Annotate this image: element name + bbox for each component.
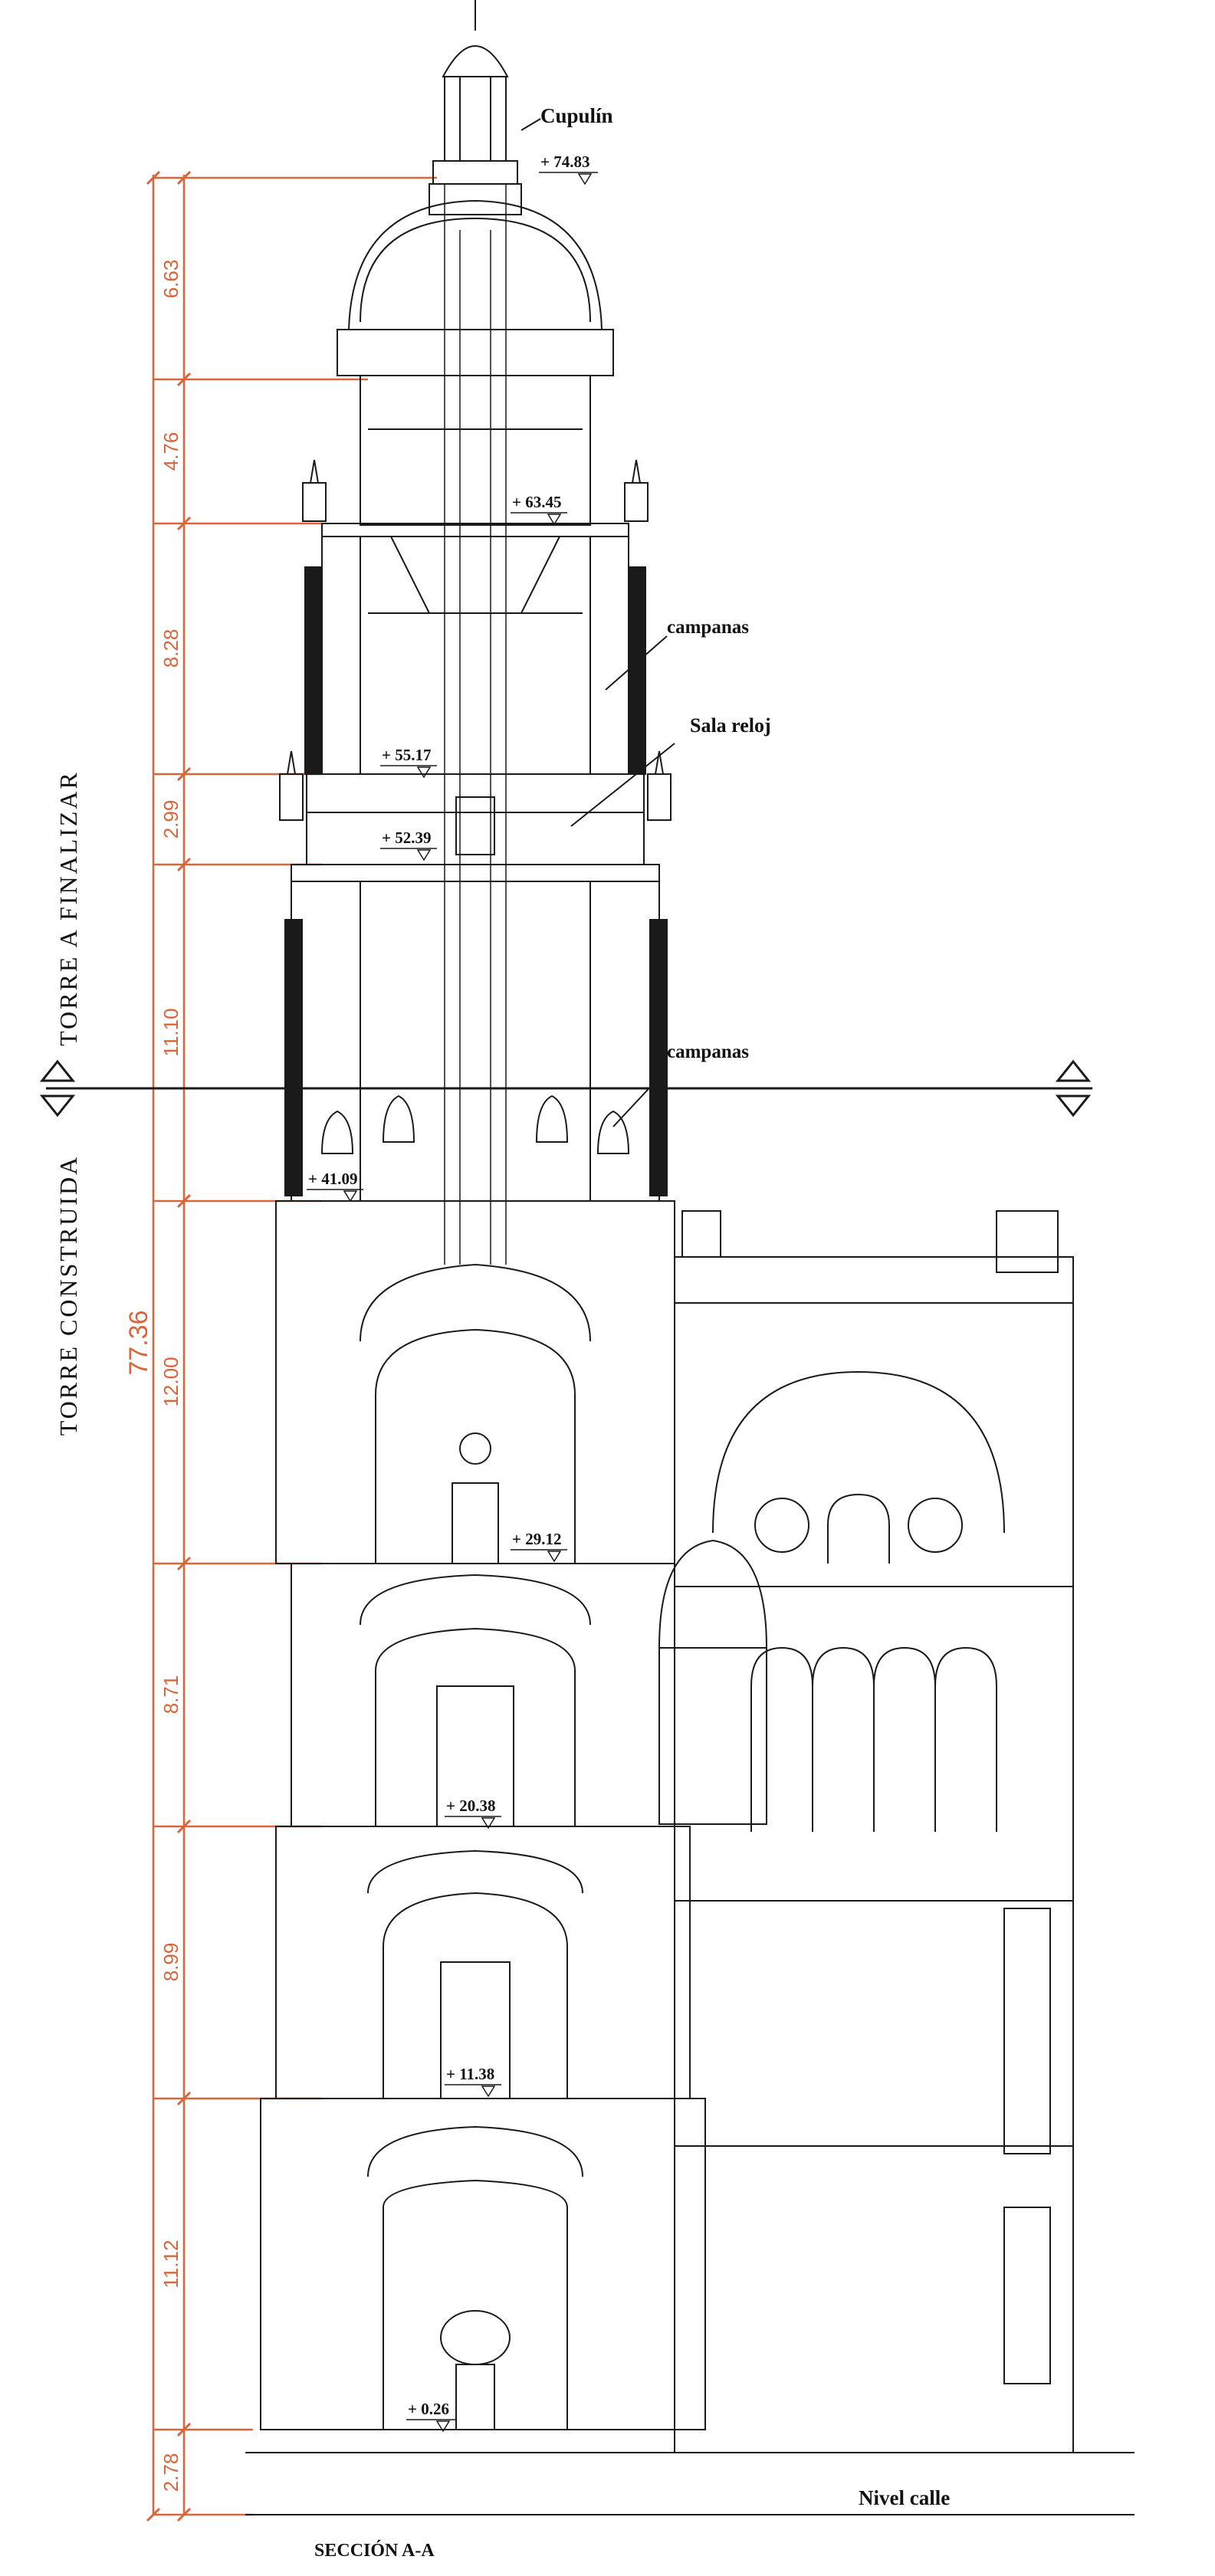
cupulin-label: Cupulín	[540, 104, 613, 127]
campanas-upper-label: campanas	[667, 617, 749, 638]
torre-finalizar-label: TORRE A FINALIZAR	[54, 770, 82, 1046]
dim-segment-7: 8.71	[159, 1675, 182, 1715]
level-6345: + 63.45	[512, 493, 561, 511]
dim-segment-9: 11.12	[159, 2240, 182, 2288]
sala-reloj-label: Sala reloj	[690, 714, 771, 737]
level-7483: + 74.83	[540, 153, 589, 171]
dim-total: 77.36	[124, 1310, 153, 1375]
dim-segment-4: 2.99	[159, 800, 182, 839]
label-leaders	[520, 118, 675, 1127]
level-markers: + 74.83 + 63.45 + 55.17 + 52.39 + 41.09 …	[307, 153, 598, 2433]
level-marker-8: + 11.38	[445, 2065, 501, 2098]
level-marker-5: + 41.09	[307, 1170, 363, 1203]
dim-segment-10: 2.78	[159, 2453, 182, 2492]
level-marker-7: + 20.38	[445, 1797, 501, 1829]
dim-segment-6: 12.00	[159, 1357, 182, 1406]
torre-construida-label: TORRE CONSTRUIDA	[54, 1155, 82, 1436]
dimension-texts: 6.63 4.76 8.28 2.99 11.10 12.00 8.71 8.9…	[124, 260, 182, 2492]
level-2038: + 20.38	[446, 1797, 495, 1815]
tower-outline	[245, 0, 1135, 2515]
dim-segment-5: 11.10	[159, 1008, 182, 1056]
level-4109: + 41.09	[308, 1170, 357, 1188]
level-5517: + 55.17	[382, 746, 431, 764]
level-marker-6: + 29.12	[511, 1530, 567, 1563]
level-1138: + 11.38	[446, 2065, 494, 2083]
dim-segment-3: 8.28	[159, 629, 182, 668]
dim-segment-1: 6.63	[159, 260, 182, 299]
level-2912: + 29.12	[512, 1530, 561, 1548]
dim-segment-8: 8.99	[159, 1943, 182, 1982]
level-marker-3: + 55.17	[380, 746, 437, 779]
campanas-lower-label: campanas	[667, 1042, 749, 1062]
level-marker-1: + 74.83	[539, 153, 598, 185]
level-marker-2: + 63.45	[511, 493, 567, 526]
dimension-chain	[146, 170, 437, 2522]
section-cut-line	[39, 1059, 1092, 1117]
nivel-calle-label: Nivel calle	[859, 2486, 950, 2509]
level-026: + 0.26	[408, 2400, 449, 2418]
level-5239: + 52.39	[382, 829, 431, 847]
level-marker-9: + 0.26	[406, 2400, 456, 2433]
level-marker-4: + 52.39	[380, 829, 437, 861]
dim-segment-2: 4.76	[159, 432, 182, 471]
seccion-label: SECCIÓN A-A	[314, 2540, 435, 2561]
